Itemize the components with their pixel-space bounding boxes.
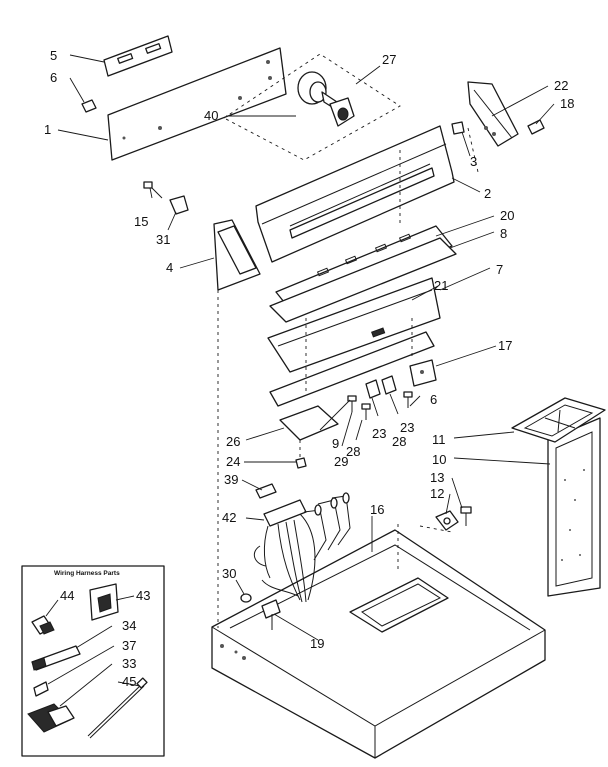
callout-11: 11 (432, 432, 446, 447)
switch-23-a (365, 379, 381, 399)
screw-6-lower (403, 391, 413, 408)
callout-31: 31 (156, 232, 170, 247)
callout-21: 21 (434, 278, 448, 293)
screw-13 (460, 506, 472, 526)
callout-17: 17 (498, 338, 512, 353)
callout-10: 10 (432, 452, 446, 467)
connector-44 (31, 615, 55, 635)
lint-filter-10 (547, 417, 601, 597)
callout-28-a: 28 (392, 434, 406, 449)
end-cap-right-22 (467, 81, 519, 147)
terminal-block-43 (89, 583, 119, 621)
callout-45: 45 (122, 674, 136, 689)
callout-34: 34 (122, 618, 136, 633)
screw-28-b (361, 403, 371, 420)
panel-bracket-8 (269, 237, 457, 323)
callout-9: 9 (332, 436, 339, 451)
alignment-lines (217, 127, 479, 628)
callout-22: 22 (554, 78, 568, 93)
clip-39 (255, 483, 277, 499)
callout-42: 42 (222, 510, 236, 525)
callout-26: 26 (226, 434, 240, 449)
leader-lines (57, 54, 555, 641)
callout-13: 13 (430, 470, 444, 485)
screw-28-a (347, 395, 357, 412)
callout-23-b: 23 (400, 420, 414, 435)
callout-28-b: 28 (346, 444, 360, 459)
callout-15: 15 (134, 214, 148, 229)
switch-bracket-lower (269, 331, 435, 407)
callout-23-a: 23 (372, 426, 386, 441)
wire-connector-34 (31, 645, 81, 671)
switch-23-b (381, 375, 397, 395)
top-panel-part-16 (211, 529, 546, 759)
wiring-harness-42 (253, 492, 351, 603)
screw-18 (527, 119, 545, 135)
callout-24: 24 (226, 454, 240, 469)
callout-20: 20 (500, 208, 514, 223)
ground-wire-19 (261, 599, 281, 630)
callout-2: 2 (484, 186, 491, 201)
console-2 (255, 125, 455, 263)
callout-3: 3 (470, 154, 477, 169)
callout-12: 12 (430, 486, 444, 501)
callout-18: 18 (560, 96, 574, 111)
screw-3 (451, 121, 465, 135)
callout-40: 40 (204, 108, 218, 123)
screw-15 (143, 181, 163, 199)
callout-16: 16 (370, 502, 384, 517)
callout-labels: 5 6 1 27 40 22 18 3 2 15 31 20 8 4 7 21 … (44, 48, 574, 689)
callout-29: 29 (334, 454, 348, 469)
thermostat-17 (409, 359, 437, 387)
callout-19: 19 (310, 636, 324, 651)
wiring-harness-parts-inset: Wiring Harness Parts (21, 565, 165, 757)
callout-6-lower: 6 (430, 392, 437, 407)
callout-6-top: 6 (50, 70, 57, 85)
callout-4: 4 (166, 260, 173, 275)
switch-housing-7 (267, 277, 441, 373)
callout-37: 37 (122, 638, 136, 653)
mounting-bracket-5 (103, 35, 173, 77)
nut-30 (240, 593, 252, 603)
timer-knob-40 (329, 97, 355, 127)
callout-7: 7 (496, 262, 503, 277)
callout-33: 33 (122, 656, 136, 671)
callout-5: 5 (50, 48, 57, 63)
screw-24 (295, 457, 307, 469)
callout-30: 30 (222, 566, 236, 581)
mounting-plate-26 (279, 405, 339, 441)
inset-title: Wiring Harness Parts (54, 570, 120, 577)
callout-27: 27 (382, 52, 396, 67)
clip-31 (169, 195, 189, 215)
end-cap-left-4 (213, 219, 261, 291)
callout-8: 8 (500, 226, 507, 241)
callout-1: 1 (44, 122, 51, 137)
screw-6-top (81, 99, 97, 113)
callout-44: 44 (60, 588, 74, 603)
terminal-37 (33, 681, 49, 697)
lid-switch-bracket-12 (435, 510, 459, 531)
connector-housing-33 (27, 703, 75, 733)
lint-filter-cover-11 (511, 397, 606, 443)
callout-39: 39 (224, 472, 238, 487)
control-panel-back-1 (107, 47, 287, 161)
callout-43: 43 (136, 588, 150, 603)
